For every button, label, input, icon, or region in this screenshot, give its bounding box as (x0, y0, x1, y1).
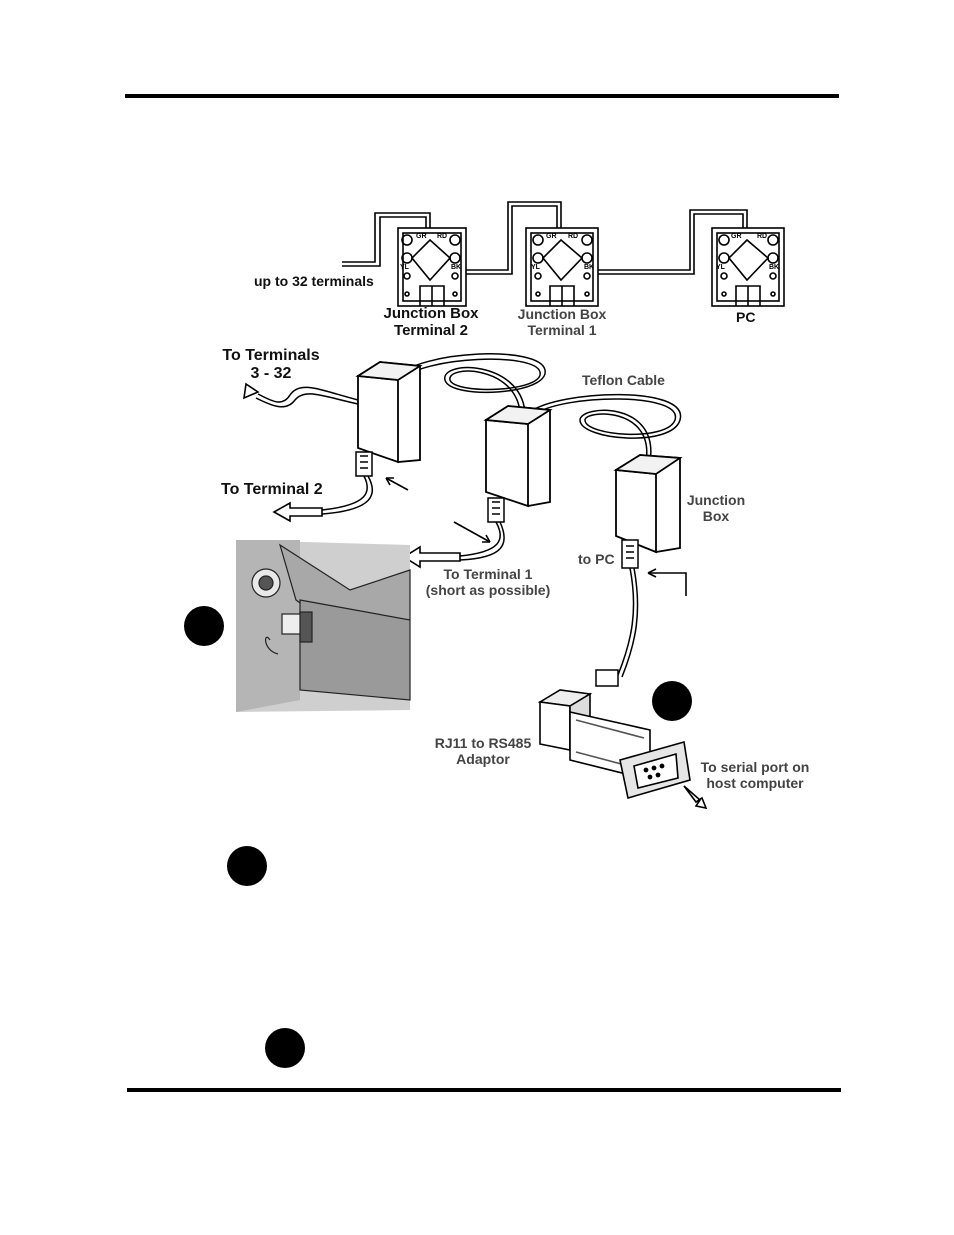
serial-port-label: To serial port on host computer (690, 759, 820, 791)
teflon-cable-label: Teflon Cable (582, 372, 665, 388)
jbox-line1: Junction (680, 492, 752, 508)
step-marker-1 (184, 606, 224, 646)
to-terminal-2-label: To Terminal 2 (221, 481, 323, 499)
adaptor-line2: Adaptor (424, 751, 542, 767)
jb1-line1: Junction Box (510, 306, 614, 322)
terminal-photo (236, 540, 410, 712)
to-terminals-line2: 3 - 32 (216, 365, 326, 383)
pin-yl-jb1: YL (531, 264, 540, 272)
adaptor-label: RJ11 to RS485 Adaptor (424, 735, 542, 767)
serial-line2: host computer (690, 775, 820, 791)
step-marker-2 (652, 681, 692, 721)
to-pc-label: to PC (578, 551, 615, 567)
pin-bk-pc: BK (769, 264, 779, 272)
pin-yl-pc: YL (716, 264, 725, 272)
pin-gr-jb1: GR (546, 233, 557, 241)
pin-gr-pc: GR (731, 233, 742, 241)
pin-bk-jb2: BK (451, 264, 461, 272)
to-terminals-line1: To Terminals (216, 347, 326, 365)
jbox-line2: Box (680, 508, 752, 524)
pin-gr-jb2: GR (416, 233, 427, 241)
jb2-line2: Terminal 2 (378, 322, 484, 339)
to-terminal-1-line2: (short as possible) (416, 582, 560, 598)
to-terminal-1-label: To Terminal 1 (short as possible) (416, 566, 560, 598)
step-marker-4 (265, 1028, 305, 1068)
to-terminals-label: To Terminals 3 - 32 (216, 347, 326, 384)
junction-box-label: Junction Box (680, 492, 752, 524)
serial-line1: To serial port on (690, 759, 820, 775)
pin-rd-jb1: RD (568, 233, 578, 241)
pin-yl-jb2: YL (400, 264, 409, 272)
junction-box-terminal-1-label: Junction Box Terminal 1 (510, 306, 614, 338)
pin-bk-jb1: BK (584, 264, 594, 272)
jb1-line2: Terminal 1 (510, 322, 614, 338)
junction-box-terminal-2-label: Junction Box Terminal 2 (378, 305, 484, 340)
to-terminal-1-line1: To Terminal 1 (416, 566, 560, 582)
jb2-line1: Junction Box (378, 305, 484, 322)
pc-label: PC (736, 309, 755, 325)
up-to-32-label: up to 32 terminals (254, 273, 374, 289)
junction-box-middle (486, 406, 550, 506)
junction-box-right (616, 455, 680, 552)
adaptor-line1: RJ11 to RS485 (424, 735, 542, 751)
step-marker-3 (227, 846, 267, 886)
pin-rd-pc: RD (757, 233, 767, 241)
pin-rd-jb2: RD (437, 233, 447, 241)
junction-box-left (358, 362, 420, 462)
